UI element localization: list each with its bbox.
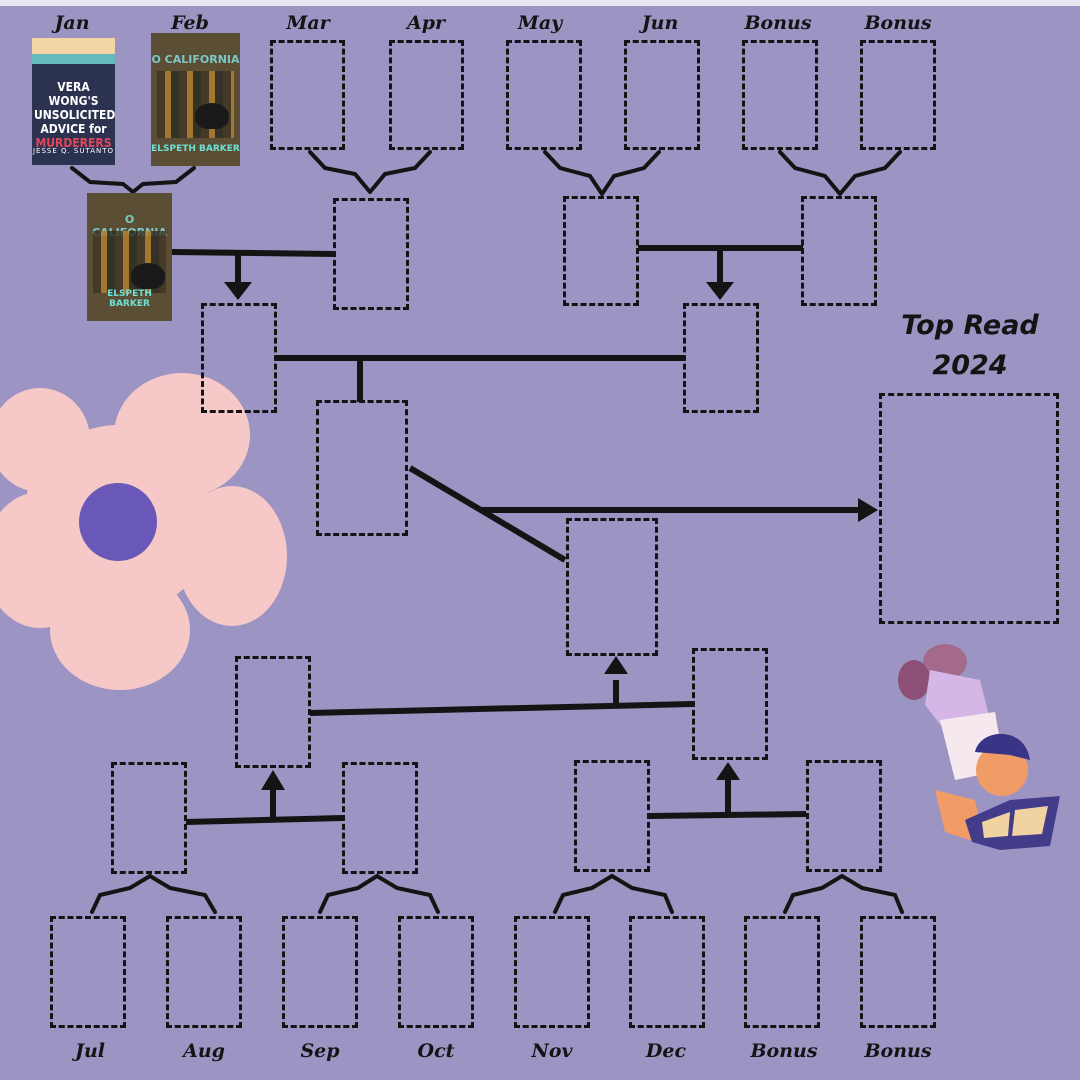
slot-jun[interactable] — [624, 40, 700, 150]
slot-semifinal-top[interactable] — [316, 400, 408, 536]
cover-author: JESSE Q. SUTANTO — [32, 147, 115, 155]
label-aug: Aug — [183, 1040, 225, 1062]
slot-may[interactable] — [506, 40, 582, 150]
label-may: May — [517, 12, 563, 34]
slot-round2-sep-oct[interactable] — [342, 762, 418, 874]
label-jun: Jun — [641, 12, 679, 34]
arrow-down-icon — [706, 282, 734, 300]
slot-round2-may-jun[interactable] — [563, 196, 639, 306]
slot-semifinal-bottom[interactable] — [566, 518, 658, 656]
arrow-up-icon — [261, 770, 285, 790]
label-feb: Feb — [171, 12, 209, 34]
book-cover-feb[interactable]: O CALIFORNIA ELSPETH BARKER — [151, 33, 240, 166]
slot-dec[interactable] — [629, 916, 705, 1028]
cover-scene — [157, 71, 234, 138]
slot-apr[interactable] — [389, 40, 464, 150]
cover-title-line: UNSOLICITED — [34, 108, 115, 122]
slot-sep[interactable] — [282, 916, 358, 1028]
label-bonus-bottom-1: Bonus — [750, 1040, 818, 1062]
slot-bonus-bottom-2[interactable] — [860, 916, 936, 1028]
label-nov: Nov — [531, 1040, 573, 1062]
label-jul: Jul — [74, 1040, 106, 1062]
slot-jul[interactable] — [50, 916, 126, 1028]
slot-oct[interactable] — [398, 916, 474, 1028]
arrow-down-icon — [224, 282, 252, 300]
label-bonus-top-1: Bonus — [744, 12, 812, 34]
book-cover-round2-jan-feb[interactable]: O CALIFORNIA ELSPETH BARKER — [87, 193, 172, 321]
cover-band — [32, 54, 115, 64]
slot-aug[interactable] — [166, 916, 242, 1028]
final-title-line1: Top Read — [901, 310, 1039, 341]
reading-child-illustration — [898, 644, 1060, 850]
slot-round2-bonus[interactable] — [801, 196, 877, 306]
label-dec: Dec — [645, 1040, 687, 1062]
label-bonus-bottom-2: Bonus — [864, 1040, 932, 1062]
label-apr: Apr — [406, 12, 446, 34]
cover-title: VERA WONG'S UNSOLICITED ADVICE for MURDE… — [34, 80, 115, 150]
slot-round3-bottom-right[interactable] — [692, 648, 768, 760]
flower-illustration — [0, 373, 287, 690]
final-title: Top Read 2024 — [880, 306, 1060, 386]
slot-mar[interactable] — [270, 40, 345, 150]
cover-title: O CALIFORNIA — [151, 53, 240, 66]
label-sep: Sep — [300, 1040, 340, 1062]
label-mar: Mar — [286, 12, 330, 34]
slot-round3-top-left[interactable] — [201, 303, 277, 413]
label-bonus-top-2: Bonus — [864, 12, 932, 34]
slot-bonus-top-1[interactable] — [742, 40, 818, 150]
slot-top-read-winner[interactable] — [879, 393, 1059, 624]
cover-header-strip — [32, 38, 115, 54]
cover-title-line: VERA WONG'S — [48, 80, 99, 108]
cover-author: ELSPETH BARKER — [107, 289, 152, 309]
slot-round2-bonus-bottom[interactable] — [806, 760, 882, 872]
cover-title-line: MURDERERS — [35, 136, 112, 150]
slot-round2-nov-dec[interactable] — [574, 760, 650, 872]
slot-round2-jul-aug[interactable] — [111, 762, 187, 874]
slot-round3-top-right[interactable] — [683, 303, 759, 413]
slot-round3-bottom-left[interactable] — [235, 656, 311, 768]
arrow-up-icon — [716, 762, 740, 780]
label-oct: Oct — [417, 1040, 455, 1062]
bird-icon — [195, 103, 229, 129]
bird-icon — [131, 263, 165, 289]
final-title-line2: 2024 — [932, 350, 1008, 381]
flower-center — [79, 483, 157, 561]
slot-round2-mar-apr[interactable] — [333, 198, 409, 310]
label-jan: Jan — [54, 12, 90, 34]
arrow-right-icon — [858, 498, 878, 522]
slot-nov[interactable] — [514, 916, 590, 1028]
book-cover-jan[interactable]: VERA WONG'S UNSOLICITED ADVICE for MURDE… — [32, 38, 115, 165]
top-border — [0, 0, 1080, 6]
cover-title-line: ADVICE for — [40, 122, 107, 136]
cover-author: ELSPETH BARKER — [151, 144, 240, 154]
slot-bonus-top-2[interactable] — [860, 40, 936, 150]
arrow-up-icon — [604, 656, 628, 674]
slot-bonus-bottom-1[interactable] — [744, 916, 820, 1028]
